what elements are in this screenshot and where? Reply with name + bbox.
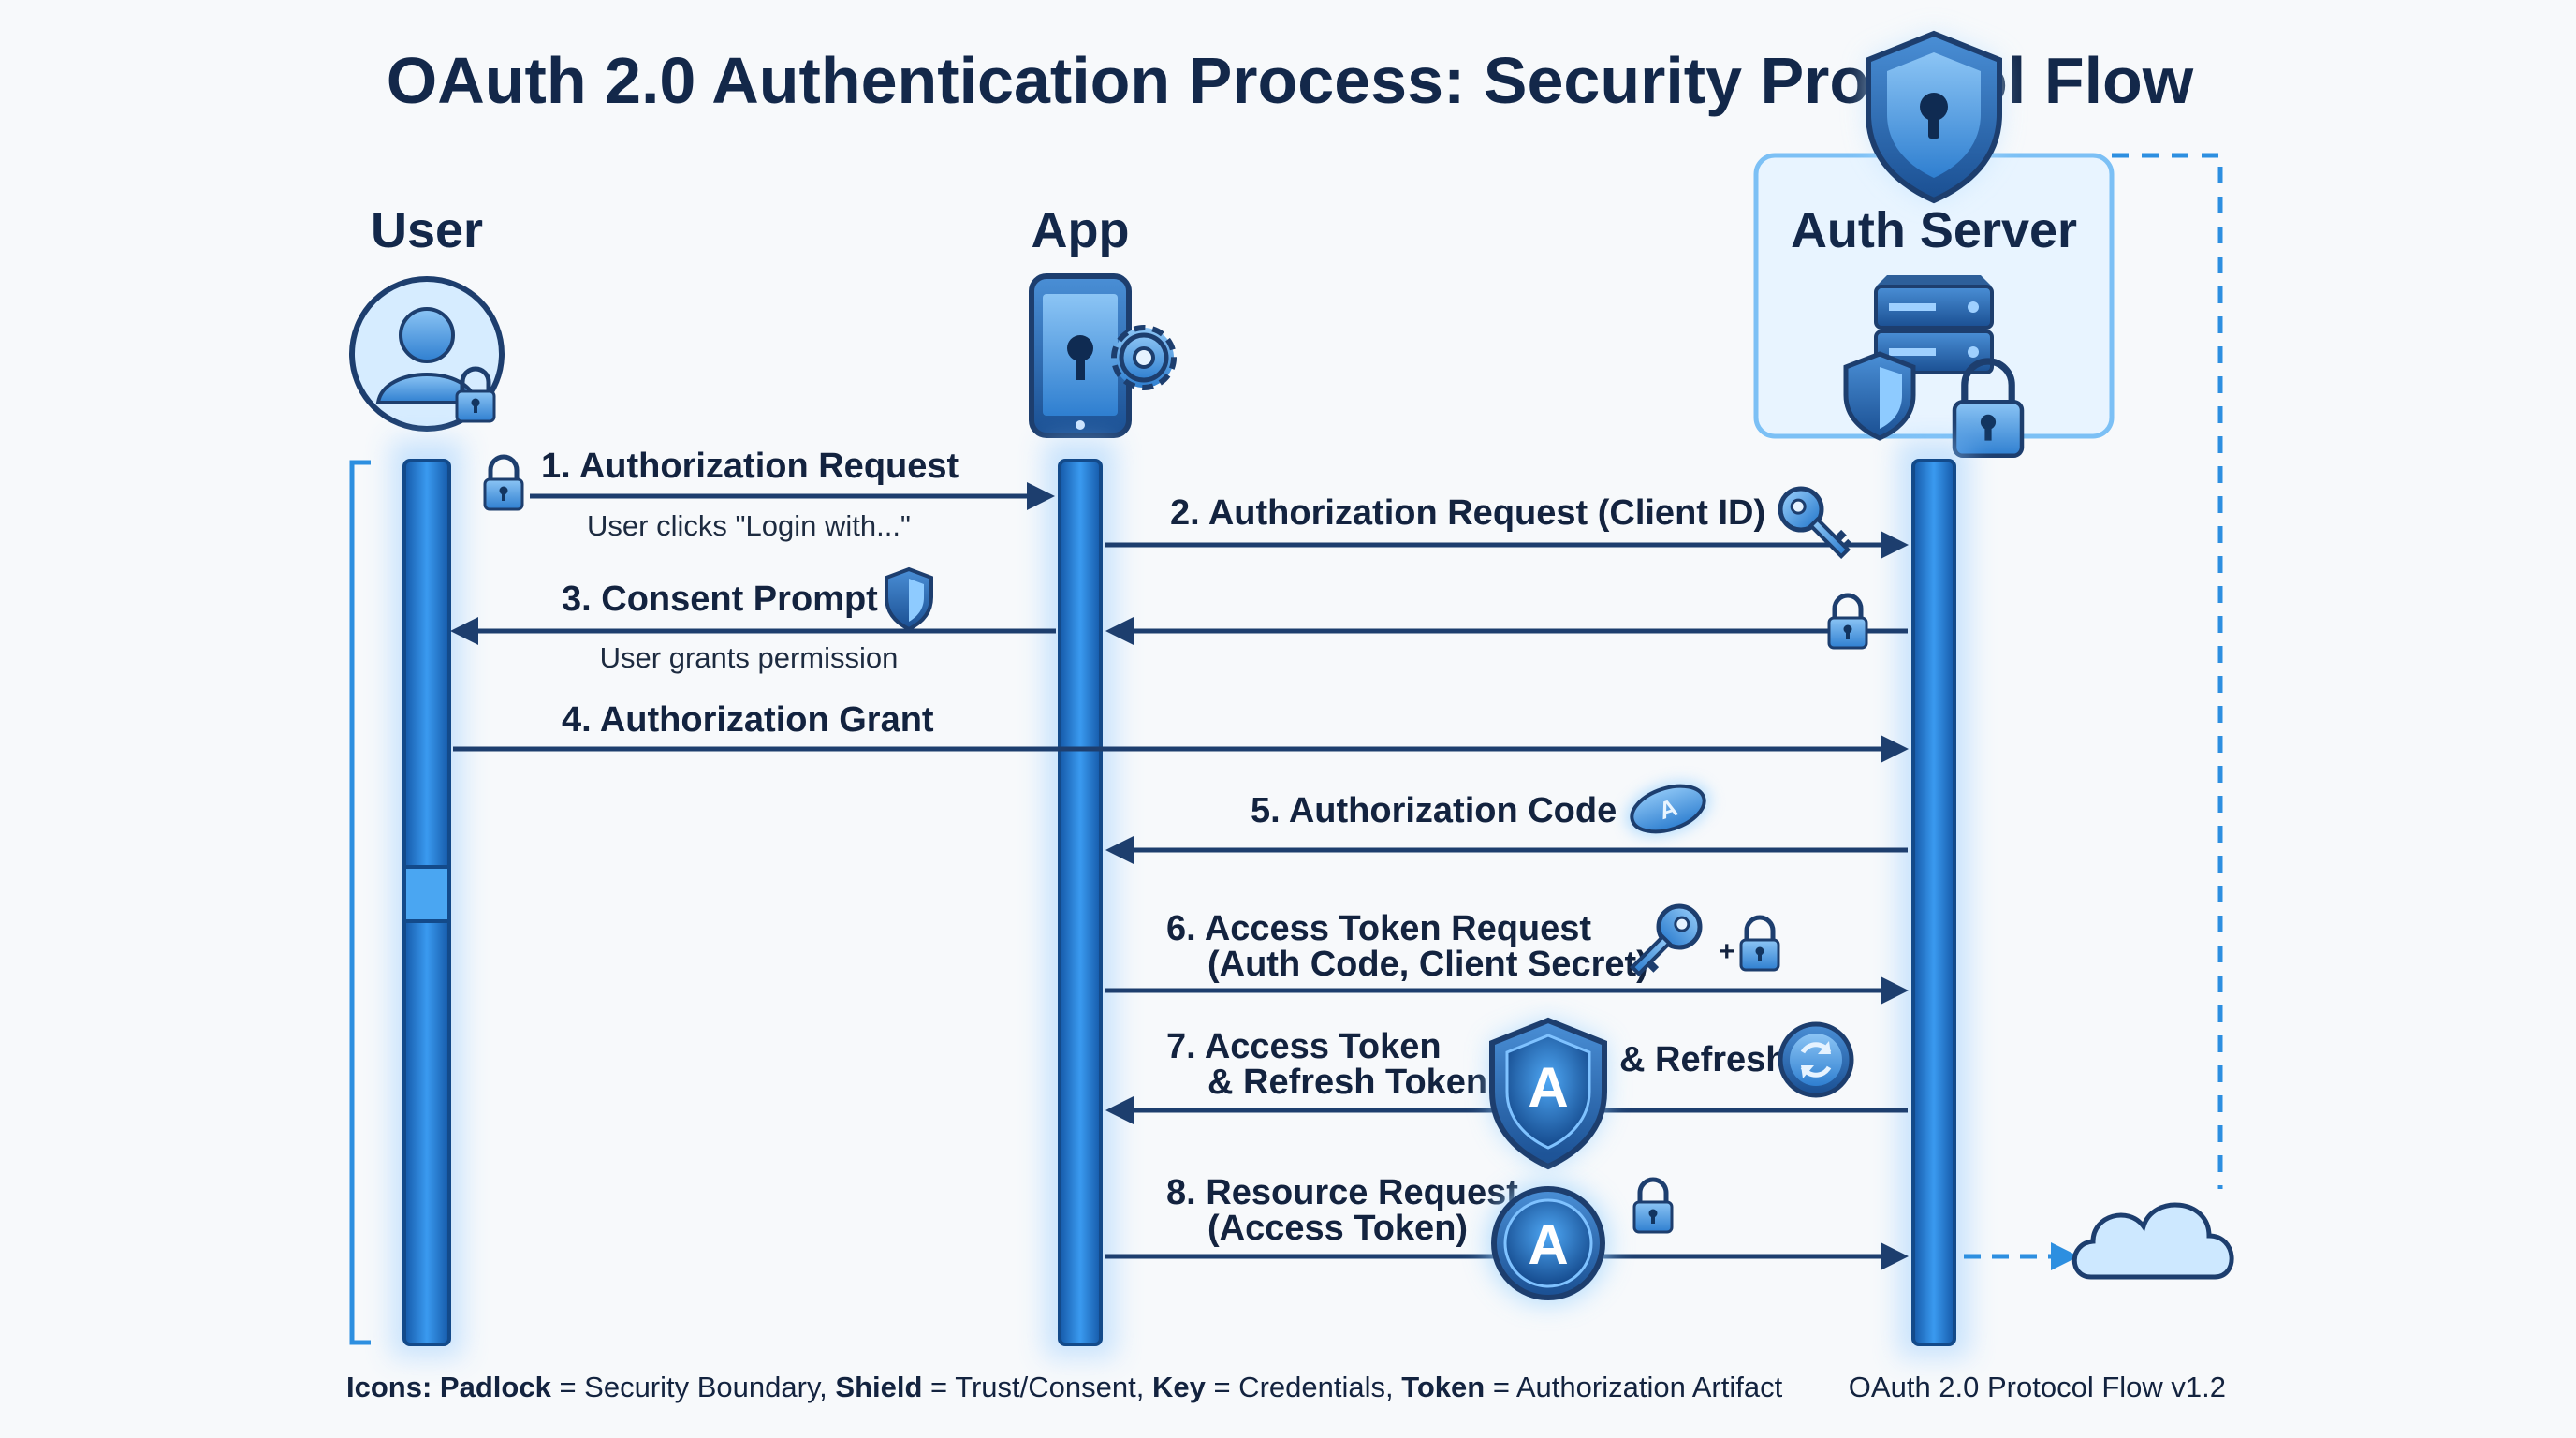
cloud-icon: [2071, 1202, 2234, 1280]
message-7-extra-label: & Refresh: [1619, 1040, 1788, 1079]
message-7-label-line2: & Refresh Token: [1208, 1063, 1487, 1102]
message-6-label-line1: 6. Access Token Request: [1166, 909, 1591, 948]
svg-text:A: A: [1528, 1056, 1568, 1119]
message-3-subtitle: User grants permission: [600, 641, 899, 674]
user-activation: [402, 865, 451, 923]
actor-user-label: User: [371, 202, 483, 258]
shield-icon: [1866, 30, 2002, 204]
plus-sign: +: [1719, 936, 1735, 967]
padlock-icon: [485, 457, 522, 509]
auth-server-lifeline: [1911, 459, 1956, 1346]
padlock-icon: [1741, 917, 1778, 970]
token-icon: A: [1489, 1017, 1607, 1170]
shield-icon: [885, 566, 933, 632]
gear-icon: [1111, 325, 1177, 390]
legend: Icons: Padlock = Security Boundary, Shie…: [346, 1371, 1783, 1403]
version-label: OAuth 2.0 Protocol Flow v1.2: [1849, 1371, 2226, 1403]
svg-text:A: A: [1528, 1213, 1568, 1276]
app-lifeline: [1058, 459, 1103, 1346]
actor-auth-server-label: Auth Server: [1791, 202, 2077, 258]
message-6-label-line2: (Auth Code, Client Secret): [1208, 945, 1648, 984]
refresh-icon: [1778, 1021, 1854, 1098]
message-8-label-line2: (Access Token): [1208, 1209, 1468, 1248]
key-icon: [1778, 486, 1852, 560]
message-7-label-line1: 7. Access Token: [1166, 1027, 1442, 1066]
token-icon: A: [1488, 1183, 1608, 1303]
message-1-subtitle: User clicks "Login with...": [587, 509, 911, 542]
message-4-label: 4. Authorization Grant: [562, 700, 934, 740]
actor-app-label: App: [1032, 202, 1130, 258]
padlock-icon: [1829, 595, 1866, 648]
message-1-label: 1. Authorization Request: [541, 447, 959, 486]
user-boundary-bracket: [349, 460, 371, 1345]
padlock-icon: [1634, 1180, 1672, 1232]
padlock-icon: [1952, 358, 2025, 459]
shield-icon: [1843, 351, 1916, 441]
server-icon: [1874, 275, 1994, 374]
message-8-label-line1: 8. Resource Request: [1166, 1173, 1518, 1212]
message-3-label: 3. Consent Prompt: [562, 580, 878, 619]
key-icon: [1629, 903, 1703, 977]
resource-loop-line: [2112, 153, 2223, 1189]
token-icon: A: [1626, 782, 1710, 836]
message-5-label: 5. Authorization Code: [1251, 791, 1617, 830]
message-2-label: 2. Authorization Request (Client ID): [1170, 493, 1765, 533]
